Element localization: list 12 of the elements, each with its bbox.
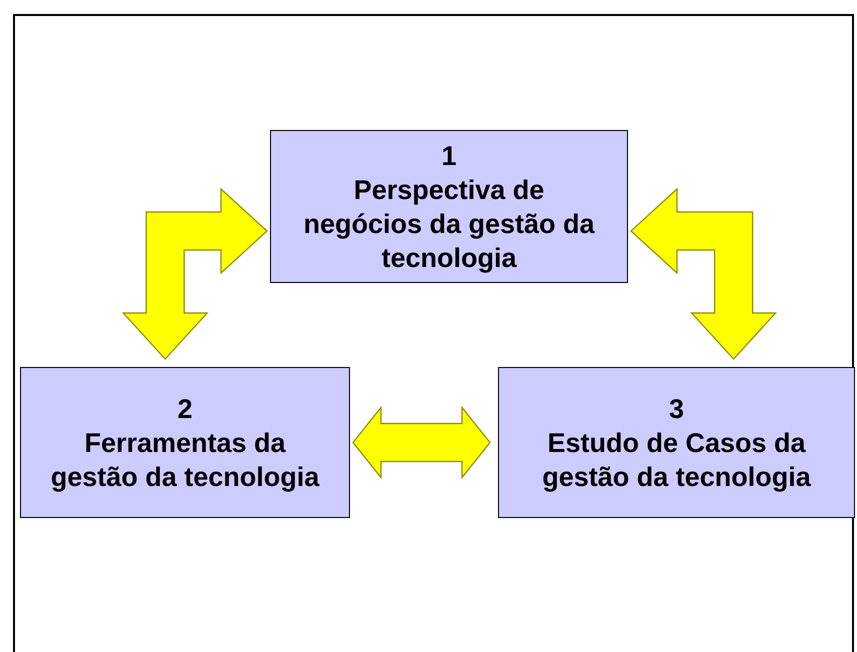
box-label: Estudo de Casos da gestão da tecnologia (541, 426, 812, 494)
step-number: 1 (441, 140, 457, 172)
step-number: 3 (668, 392, 684, 426)
process-box (270, 130, 628, 283)
block-arrow (352, 406, 491, 480)
process-box (498, 367, 855, 518)
process-box (20, 367, 350, 518)
block-arrow (630, 188, 777, 360)
box-label: Ferramentas da gestão da tecnologia (50, 426, 320, 494)
box-label: Perspectiva de negócios da gestão da tecnologia (302, 174, 596, 274)
block-arrow (122, 188, 268, 360)
step-number: 2 (177, 392, 193, 426)
